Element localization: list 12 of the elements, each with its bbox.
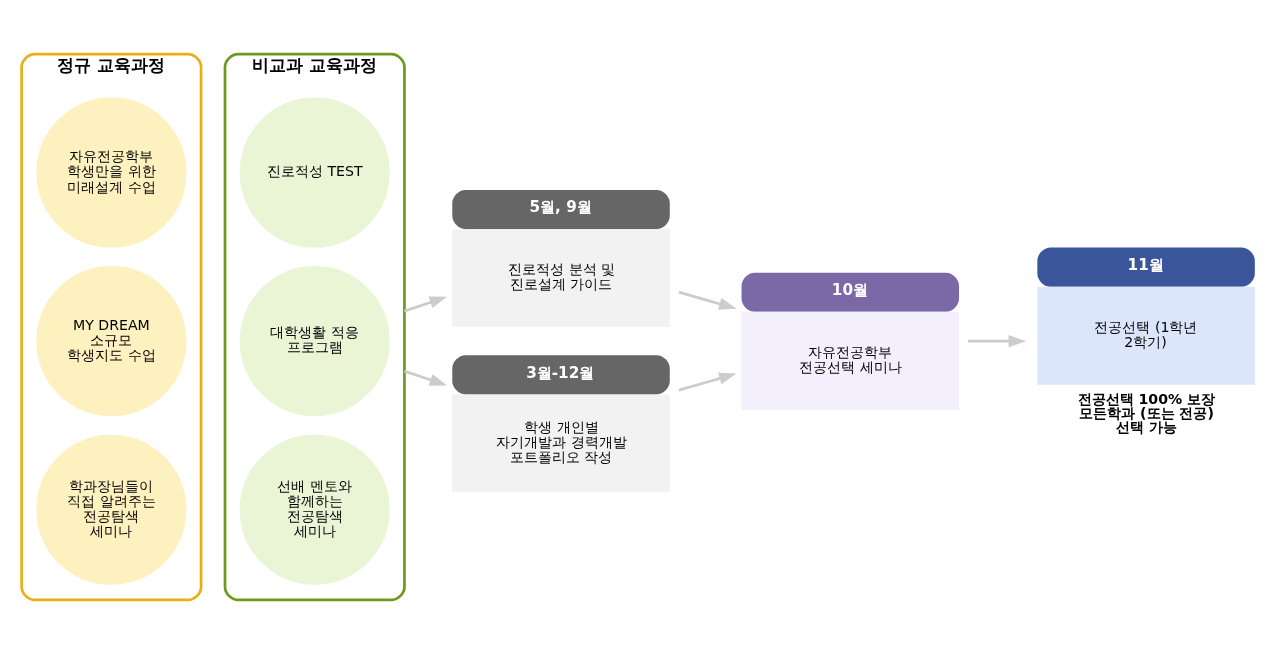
arrow	[678, 290, 737, 310]
node-circle: 자유전공학부 학생만을 위한 미래설계 수업	[36, 97, 187, 248]
node-circle: MY DREAM 소규모 학생지도 수업	[36, 265, 187, 416]
arrow	[678, 372, 737, 391]
arrow	[404, 296, 448, 312]
arrow	[404, 369, 448, 386]
arrow	[967, 334, 1027, 347]
node-circle: 학과장님들이 직접 알려주는 전공탐색 세미나	[36, 434, 187, 585]
node-label: 전공선택 100% 보장 모든학과 (또는 전공) 선택 가능	[1077, 390, 1216, 435]
node-circle: 선배 멘토와 함께하는 전공탐색 세미나	[239, 434, 390, 585]
node-circle: 진로적성 TEST	[239, 97, 390, 248]
node-circle: 대학생활 적응 프로그램	[239, 265, 390, 416]
